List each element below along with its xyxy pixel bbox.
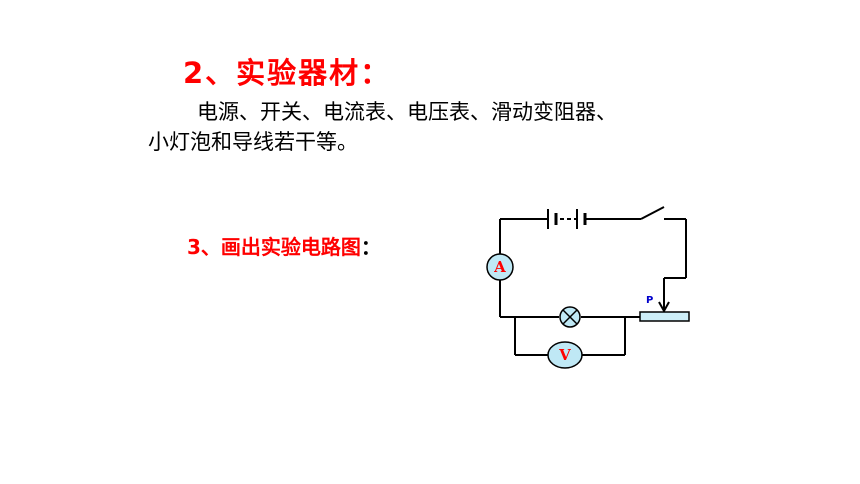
switch-blade [640,206,665,220]
circuit-heading-text: 3、画出实验电路图 [187,235,361,259]
materials-text-line-2: 小灯泡和导线若干等。 [148,130,358,154]
rheostat-slider-label: P [646,295,653,306]
ammeter-label: A [493,258,506,276]
voltmeter-icon [547,341,583,369]
circuit-heading-colon: ： [360,235,381,259]
ammeter-icon [486,253,514,281]
rheostat-body [639,311,690,322]
section-heading-materials: 2、实验器材： [183,56,392,90]
slider-arrow [658,301,670,314]
voltmeter-label: V [558,346,571,364]
materials-text-line-1: 电源、开关、电流表、电压表、滑动变阻器、 [197,100,617,124]
circuit-wires [499,206,687,356]
section-heading-circuit: 3、画出实验电路图： [187,231,381,260]
lamp-cross-b [562,309,578,325]
